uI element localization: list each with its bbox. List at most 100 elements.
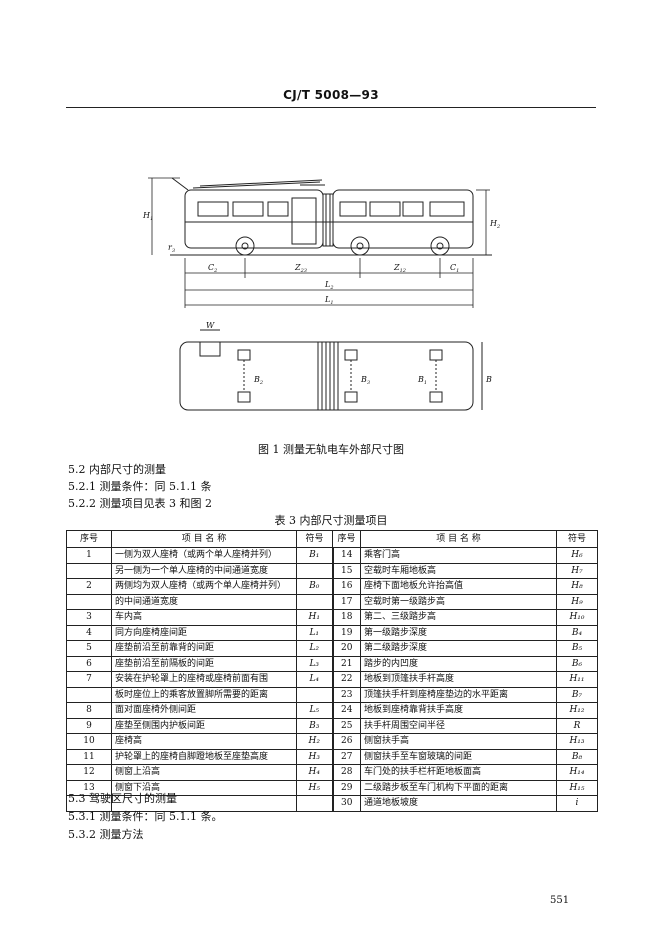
cell-sym: H₁₃ <box>556 733 598 750</box>
cell-no: 9 <box>66 717 112 734</box>
cell-no: 26 <box>331 733 361 750</box>
col-name: 项 目 名 称 <box>360 530 557 548</box>
header-rule <box>66 107 596 108</box>
cell-name: 座垫至侧围内护板间距 <box>111 717 297 734</box>
w-label: W <box>206 321 215 330</box>
cell-name: 顶篷扶手杆到座椅座垫边的水平距离 <box>360 686 557 703</box>
cell-sym: B₃ <box>296 717 333 734</box>
cell-no: 17 <box>331 593 361 610</box>
cell-sym: H₆ <box>556 547 598 564</box>
l2-label: L2 <box>324 280 334 291</box>
b1-label: B1 <box>417 375 427 386</box>
cell-sym: B₅ <box>556 640 598 657</box>
section-5-3-1: 5.3.1 测量条件：同 5.1.1 条。 <box>68 810 223 823</box>
cell-name: 第一级踏步深度 <box>360 624 557 641</box>
cell-name: 座椅下面地板允许抬高值 <box>360 578 557 595</box>
cell-name: 面对面座椅外侧间距 <box>111 702 297 719</box>
cell-name: 座垫前沿至前隔板的间距 <box>111 655 297 672</box>
cell-sym: B₄ <box>556 624 598 641</box>
cell-no: 22 <box>331 671 361 688</box>
side-view <box>170 177 492 256</box>
cell-sym: H₁₂ <box>556 702 598 719</box>
cell-sym: L₄ <box>296 671 333 688</box>
trolleybus-dimension-figure: H1 H2 r3 C2 Z23 Z12 C1 L2 L1 W B2 B3 B1 … <box>142 177 500 411</box>
cell-no: 15 <box>331 562 361 579</box>
section-5-2-1: 5.2.1 测量条件：同 5.1.1 条 <box>68 480 212 493</box>
cell-sym: H₄ <box>296 764 333 781</box>
cell-no: 8 <box>66 702 112 719</box>
cell-no: 27 <box>331 748 361 765</box>
cell-sym: H₉ <box>556 593 598 610</box>
c2-label: C2 <box>208 263 217 274</box>
cell-no: 21 <box>331 655 361 672</box>
r3-label: r3 <box>168 243 175 254</box>
col-no: 序号 <box>332 530 361 548</box>
cell-name: 安装在护轮罩上的座椅或座椅前面有围 <box>111 671 297 688</box>
cell-name: 扶手杆周围空间半径 <box>360 717 557 734</box>
cell-no: 19 <box>331 624 361 641</box>
page-number: 551 <box>550 895 570 906</box>
cell-name: 通道地板坡度 <box>360 795 557 812</box>
cell-no: 20 <box>331 640 361 657</box>
plan-view <box>179 329 483 411</box>
cell-no: 7 <box>66 671 112 688</box>
cell-sym: L₃ <box>296 655 333 672</box>
cell-no: 14 <box>331 547 361 564</box>
cell-no <box>66 562 112 579</box>
col-sym: 符号 <box>556 530 598 548</box>
cell-name: 一侧为双人座椅（或两个单人座椅并列） <box>111 547 297 564</box>
cell-no: 3 <box>66 609 112 626</box>
cell-name: 侧窗扶手高 <box>360 733 557 750</box>
section-5-2: 5.2 内部尺寸的测量 <box>68 463 166 476</box>
z23-label: Z23 <box>294 263 307 274</box>
cell-no: 11 <box>66 748 112 765</box>
section-5-2-2: 5.2.2 测量项目见表 3 和图 2 <box>68 497 212 510</box>
cell-name: 地板到座椅靠背扶手高度 <box>360 702 557 719</box>
cell-sym: B₈ <box>556 748 598 765</box>
cell-sym: H₅ <box>296 779 333 796</box>
cell-name: 空载时第一级踏步高 <box>360 593 557 610</box>
h1-label: H1 <box>142 211 153 222</box>
cell-sym <box>296 562 333 579</box>
cell-sym: H₁₄ <box>556 764 598 781</box>
cell-name: 的中间通道宽度 <box>111 593 297 610</box>
cell-sym <box>296 686 333 703</box>
cell-sym <box>296 795 333 812</box>
cell-name: 两侧均为双人座椅（或两个单人座椅并列） <box>111 578 297 595</box>
cell-name: 乘客门高 <box>360 547 557 564</box>
cell-sym: R <box>556 717 598 734</box>
cell-sym: L₂ <box>296 640 333 657</box>
cell-name: 板时座位上的乘客放置脚所需要的距离 <box>111 686 297 703</box>
cell-name: 二级踏步板至车门机构下平面的距离 <box>360 779 557 796</box>
cell-no: 29 <box>331 779 361 796</box>
cell-name: 第二级踏步深度 <box>360 640 557 657</box>
cell-sym <box>296 593 333 610</box>
cell-sym: H₁₀ <box>556 609 598 626</box>
cell-no: 12 <box>66 764 112 781</box>
cell-sym: L₁ <box>296 624 333 641</box>
cell-no: 18 <box>331 609 361 626</box>
cell-sym: H₇ <box>556 562 598 579</box>
cell-name: 第二、三级踏步高 <box>360 609 557 626</box>
cell-no: 6 <box>66 655 112 672</box>
cell-no: 25 <box>331 717 361 734</box>
cell-sym: H₁ <box>296 609 333 626</box>
cell-sym: H₈ <box>556 578 598 595</box>
cell-name: 同方向座椅座间距 <box>111 624 297 641</box>
cell-no: 1 <box>66 547 112 564</box>
col-sym: 符号 <box>296 530 333 548</box>
b-label: B <box>485 375 492 384</box>
side-dimensions <box>148 177 490 308</box>
cell-no: 23 <box>331 686 361 703</box>
cell-name: 地板到顶篷扶手杆高度 <box>360 671 557 688</box>
cell-name: 座垫前沿至前靠背的间距 <box>111 640 297 657</box>
